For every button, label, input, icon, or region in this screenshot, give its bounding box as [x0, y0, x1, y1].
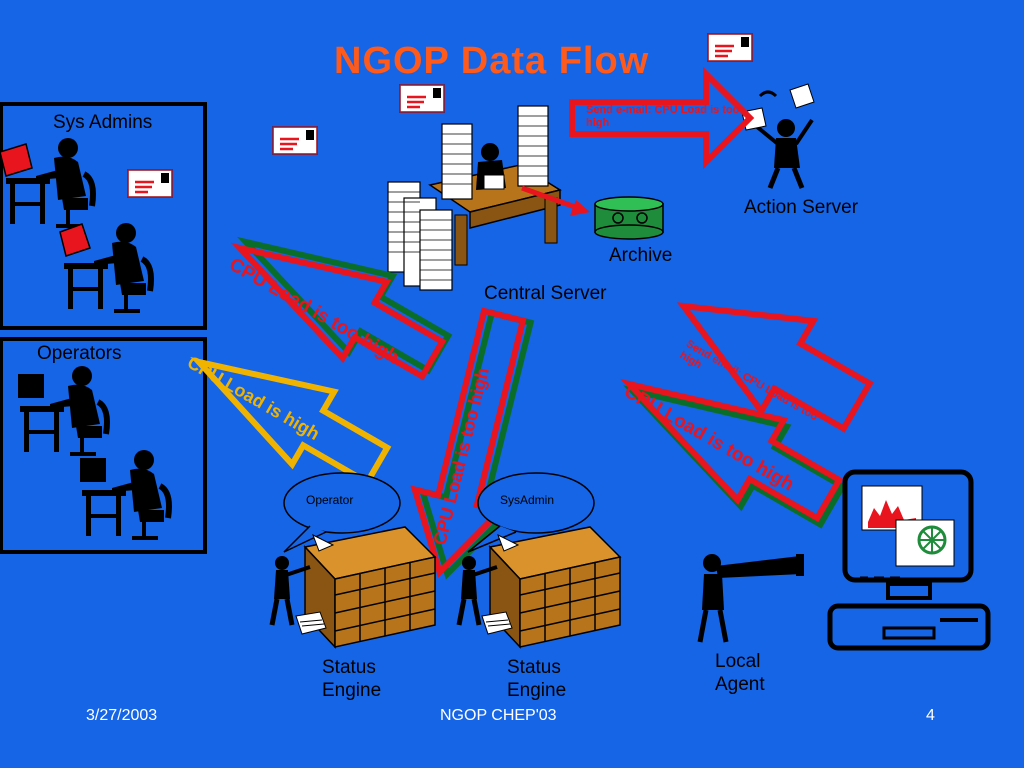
action-server-person	[741, 83, 815, 189]
footer-center: NGOP CHEP'03	[440, 707, 557, 724]
monitor-icon	[80, 458, 106, 482]
sysadmin-bubble	[467, 472, 595, 553]
envelope-icon	[706, 32, 754, 63]
sys-admins-label: Sys Admins	[53, 112, 153, 133]
operators-box	[0, 337, 207, 554]
archive-link-arrow	[521, 185, 590, 216]
red-monitor-icon	[59, 223, 91, 257]
computer-icon	[827, 469, 991, 651]
sys-admins-box	[0, 102, 207, 330]
action-server-label: Action Server	[744, 197, 859, 218]
footer-date: 3/27/2003	[86, 707, 158, 724]
operator-bubble	[283, 472, 401, 553]
operator-person-1	[18, 366, 107, 454]
operators-label: Operators	[37, 343, 122, 364]
sysadmins-alert-arrow	[231, 236, 453, 381]
agent-to-engine-arrow	[620, 378, 847, 529]
sysadmin-person-2	[59, 223, 151, 311]
email-action-arrow	[569, 66, 755, 170]
slide-title: NGOP Data Flow	[334, 40, 650, 82]
envelope-icon	[398, 83, 446, 114]
sysadmin-bubble-text: SysAdmin	[500, 493, 555, 507]
envelope-icon	[271, 125, 319, 156]
status-engine-1-label: Status Engine	[322, 657, 382, 701]
local-agent-telescope-icon	[697, 554, 804, 643]
central-server-label: Central Server	[484, 283, 607, 304]
status-engine-cabinet-icon	[304, 526, 436, 648]
email-agent-arrow	[676, 302, 874, 433]
monitor-icon	[18, 374, 44, 398]
footer-page-number: 4	[926, 707, 935, 724]
operator-person-2	[80, 450, 169, 538]
operator-bubble-text: Operator	[306, 493, 354, 507]
email-action-text: Send e-mail: CPU Load is too high	[586, 104, 740, 130]
local-agent-label: Local Agent	[715, 651, 765, 695]
envelope-icon	[126, 168, 174, 199]
red-monitor-icon	[0, 143, 33, 177]
sysadmin-person-1	[0, 138, 93, 226]
archive-icon	[594, 196, 664, 240]
archive-label: Archive	[609, 245, 673, 266]
status-engine-2-label: Status Engine	[507, 657, 567, 701]
central-server-illustration	[387, 105, 562, 291]
